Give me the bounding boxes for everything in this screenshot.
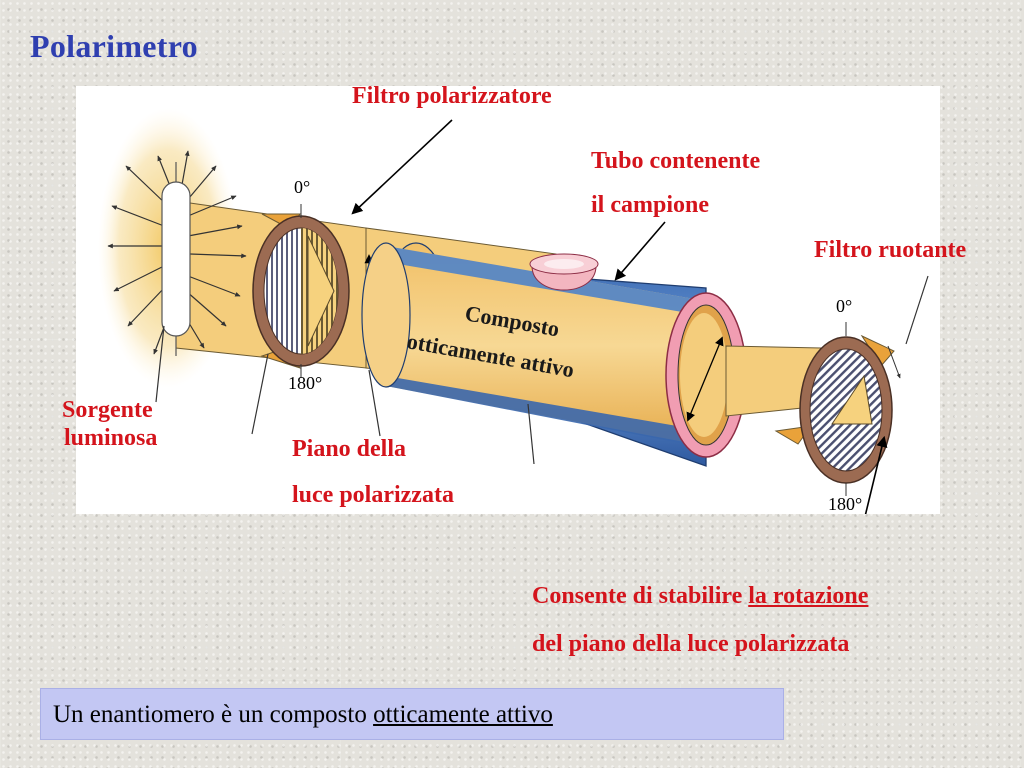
lamp [161, 162, 191, 356]
label-light-source: Sorgente luminosa [62, 396, 157, 452]
label-polarizer-filter: Filtro polarizzatore [352, 83, 552, 109]
rotating-filter-graphic [774, 322, 901, 496]
pointer-arrows [351, 119, 888, 514]
rotation-note: Consente di stabilire la rotazione del p… [532, 572, 868, 668]
polarimeter-diagram: 0° 180° 0° 180° Composto otticamente att… [98, 108, 929, 514]
rotation-note-prefix: Consente di stabilire [532, 583, 749, 609]
page-title: Polarimetro [30, 28, 198, 64]
degree-0-left: 0° [294, 177, 310, 197]
label-polarized-plane: Piano della luce polarizzata [292, 426, 454, 518]
label-sample-tube: Tubo contenente il campione [591, 139, 760, 227]
statement-box: Un enantiomero è un composto otticamente… [40, 688, 784, 740]
statement-prefix: Un enantiomero è un composto [53, 701, 374, 728]
statement-underlined: otticamente attivo [373, 701, 553, 728]
rotation-note-line2: del piano della luce polarizzata [532, 631, 850, 657]
leader-lines [155, 275, 929, 465]
degree-180-left: 180° [288, 373, 322, 393]
label-light-source-line1: Sorgente [62, 397, 153, 423]
rotation-note-line1: Consente di stabilire la rotazione [532, 572, 868, 620]
label-polarized-plane-line1: Piano della [292, 436, 407, 462]
label-polarized-plane-line2: luce polarizzata [292, 482, 454, 508]
label-sample-tube-line2: il campione [591, 192, 709, 218]
polarimeter-figure: 0° 180° 0° 180° Composto otticamente att… [76, 86, 940, 514]
polarizer-filter-graphic [252, 204, 350, 378]
degree-0-right: 0° [836, 296, 852, 316]
sample-tube [361, 242, 747, 467]
statement-text: Un enantiomero è un composto otticamente… [53, 701, 553, 729]
degree-180-right: 180° [828, 494, 862, 514]
label-light-source-line2: luminosa [64, 425, 158, 451]
label-rotating-filter: Filtro ruotante [814, 237, 967, 263]
label-sample-tube-line1: Tubo contenente [591, 148, 761, 174]
rotation-note-underlined: la rotazione [748, 583, 869, 609]
